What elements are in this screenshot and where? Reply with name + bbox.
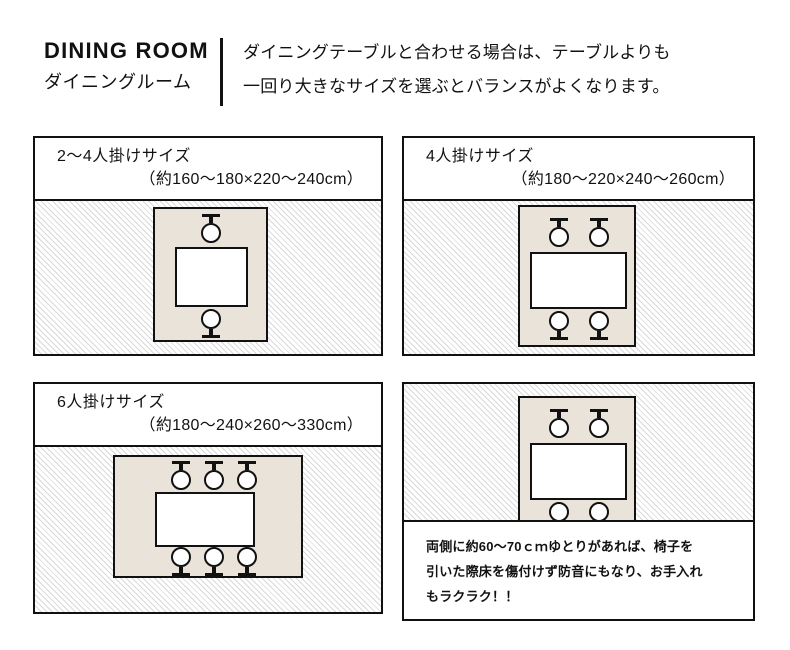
caption-line-3: もラクラク！！ xyxy=(426,589,519,604)
chair-stem-icon xyxy=(245,463,249,470)
chair-seat-icon xyxy=(237,547,257,567)
dining-table xyxy=(530,252,627,309)
header-description-line-1: ダイニングテーブルと合わせる場合は、テーブルよりも xyxy=(243,43,671,62)
chair-back-icon xyxy=(590,337,608,340)
chair xyxy=(201,547,227,577)
diagram-stage xyxy=(404,384,753,520)
chair-back-icon xyxy=(550,337,568,340)
chair-stem-icon xyxy=(557,331,561,338)
diagram-stage xyxy=(404,201,753,354)
chair-seat-icon xyxy=(201,223,221,243)
panel-label: 4人掛けサイズ （約180〜220×240〜260cm） xyxy=(404,138,753,201)
size-panel-2to4-seats: 2〜4人掛けサイズ （約160〜180×220〜240cm） xyxy=(33,136,383,356)
panel-label-line-2: （約180〜240×260〜330cm） xyxy=(139,417,363,434)
size-panel-6-seats: 6人掛けサイズ （約180〜240×260〜330cm） xyxy=(33,382,383,614)
chair-back-icon xyxy=(202,335,220,338)
size-panel-4-seats: 4人掛けサイズ （約180〜220×240〜260cm） xyxy=(402,136,755,356)
chair-back-icon xyxy=(590,218,608,221)
chair xyxy=(546,408,572,438)
dining-table xyxy=(530,443,627,500)
chair xyxy=(168,547,194,577)
clearance-tip-panel: 両側に約60〜70ｃｍゆとりがあれば、椅子を 引いた際床を傷付けず防音にもなり、… xyxy=(402,382,755,621)
header-description-line-2: 一回り大きなサイズを選ぶとバランスがよくなります。 xyxy=(243,77,670,96)
panel-label: 2〜4人掛けサイズ （約160〜180×220〜240cm） xyxy=(35,138,381,201)
panel-label: 6人掛けサイズ （約180〜240×260〜330cm） xyxy=(35,384,381,447)
chair-stem-icon xyxy=(597,331,601,338)
header: DINING ROOM ダイニングルーム ダイニングテーブルと合わせる場合は、テ… xyxy=(44,36,754,116)
chair xyxy=(168,460,194,490)
chair-back-icon xyxy=(550,409,568,412)
chair-stem-icon xyxy=(212,463,216,470)
chair-back-icon xyxy=(590,409,608,412)
chair-seat-icon xyxy=(549,418,569,438)
dining-table xyxy=(155,492,255,547)
page-title-en: DINING ROOM xyxy=(44,38,209,63)
chair-stem-icon xyxy=(597,220,601,227)
chair xyxy=(586,217,612,247)
chair xyxy=(586,502,612,520)
chair-seat-icon xyxy=(589,418,609,438)
panel-label-line-1: 6人掛けサイズ xyxy=(57,394,165,411)
panel-label-line-1: 2〜4人掛けサイズ xyxy=(57,148,191,165)
page-title-ja: ダイニングルーム xyxy=(44,72,192,92)
chair-stem-icon xyxy=(557,411,561,418)
caption-line-2: 引いた際床を傷付けず防音にもなり、お手入れ xyxy=(426,564,703,579)
chair-stem-icon xyxy=(597,411,601,418)
panel-label-line-1: 4人掛けサイズ xyxy=(426,148,534,165)
chair xyxy=(546,217,572,247)
chair xyxy=(198,213,224,243)
chair xyxy=(546,311,572,341)
chair xyxy=(586,311,612,341)
chair-seat-icon xyxy=(589,311,609,331)
caption-box: 両側に約60〜70ｃｍゆとりがあれば、椅子を 引いた際床を傷付けず防音にもなり、… xyxy=(404,520,753,619)
chair-seat-icon xyxy=(589,227,609,247)
chair-seat-icon xyxy=(171,547,191,567)
chair-back-icon xyxy=(172,573,190,576)
chair-stem-icon xyxy=(212,567,216,574)
chair-back-icon xyxy=(205,461,223,464)
chair-back-icon xyxy=(238,461,256,464)
caption-line-1: 両側に約60〜70ｃｍゆとりがあれば、椅子を xyxy=(426,539,694,554)
header-divider xyxy=(220,38,223,106)
chair-stem-icon xyxy=(209,329,213,336)
chair-seat-icon xyxy=(171,470,191,490)
diagram-stage xyxy=(35,447,381,612)
chair-seat-icon xyxy=(549,227,569,247)
chair-back-icon xyxy=(172,461,190,464)
chair xyxy=(198,309,224,339)
chair-stem-icon xyxy=(179,567,183,574)
chair xyxy=(546,502,572,520)
chair xyxy=(234,460,260,490)
chair xyxy=(586,408,612,438)
chair-stem-icon xyxy=(245,567,249,574)
header-title-block: DINING ROOM ダイニングルーム xyxy=(44,36,220,98)
chair-back-icon xyxy=(550,218,568,221)
chair-seat-icon xyxy=(204,470,224,490)
chair-stem-icon xyxy=(179,463,183,470)
chair-back-icon xyxy=(205,573,223,576)
chair xyxy=(234,547,260,577)
rug-area xyxy=(518,205,636,347)
dining-table xyxy=(175,247,248,307)
rug-area xyxy=(518,396,636,520)
header-description: ダイニングテーブルと合わせる場合は、テーブルよりも 一回り大きなサイズを選ぶとバ… xyxy=(223,36,754,104)
rug-area xyxy=(153,207,268,342)
chair-stem-icon xyxy=(557,220,561,227)
chair-seat-icon xyxy=(237,470,257,490)
chair-stem-icon xyxy=(209,216,213,223)
rug-area xyxy=(113,455,303,578)
chair-seat-icon xyxy=(549,502,569,520)
chair-seat-icon xyxy=(201,309,221,329)
diagram-stage xyxy=(35,201,381,354)
panel-label-line-2: （約180〜220×240〜260cm） xyxy=(511,171,735,188)
chair-seat-icon xyxy=(549,311,569,331)
chair-back-icon xyxy=(202,214,220,217)
chair-back-icon xyxy=(238,573,256,576)
chair-seat-icon xyxy=(589,502,609,520)
chair xyxy=(201,460,227,490)
panel-label-line-2: （約160〜180×220〜240cm） xyxy=(139,171,363,188)
chair-seat-icon xyxy=(204,547,224,567)
